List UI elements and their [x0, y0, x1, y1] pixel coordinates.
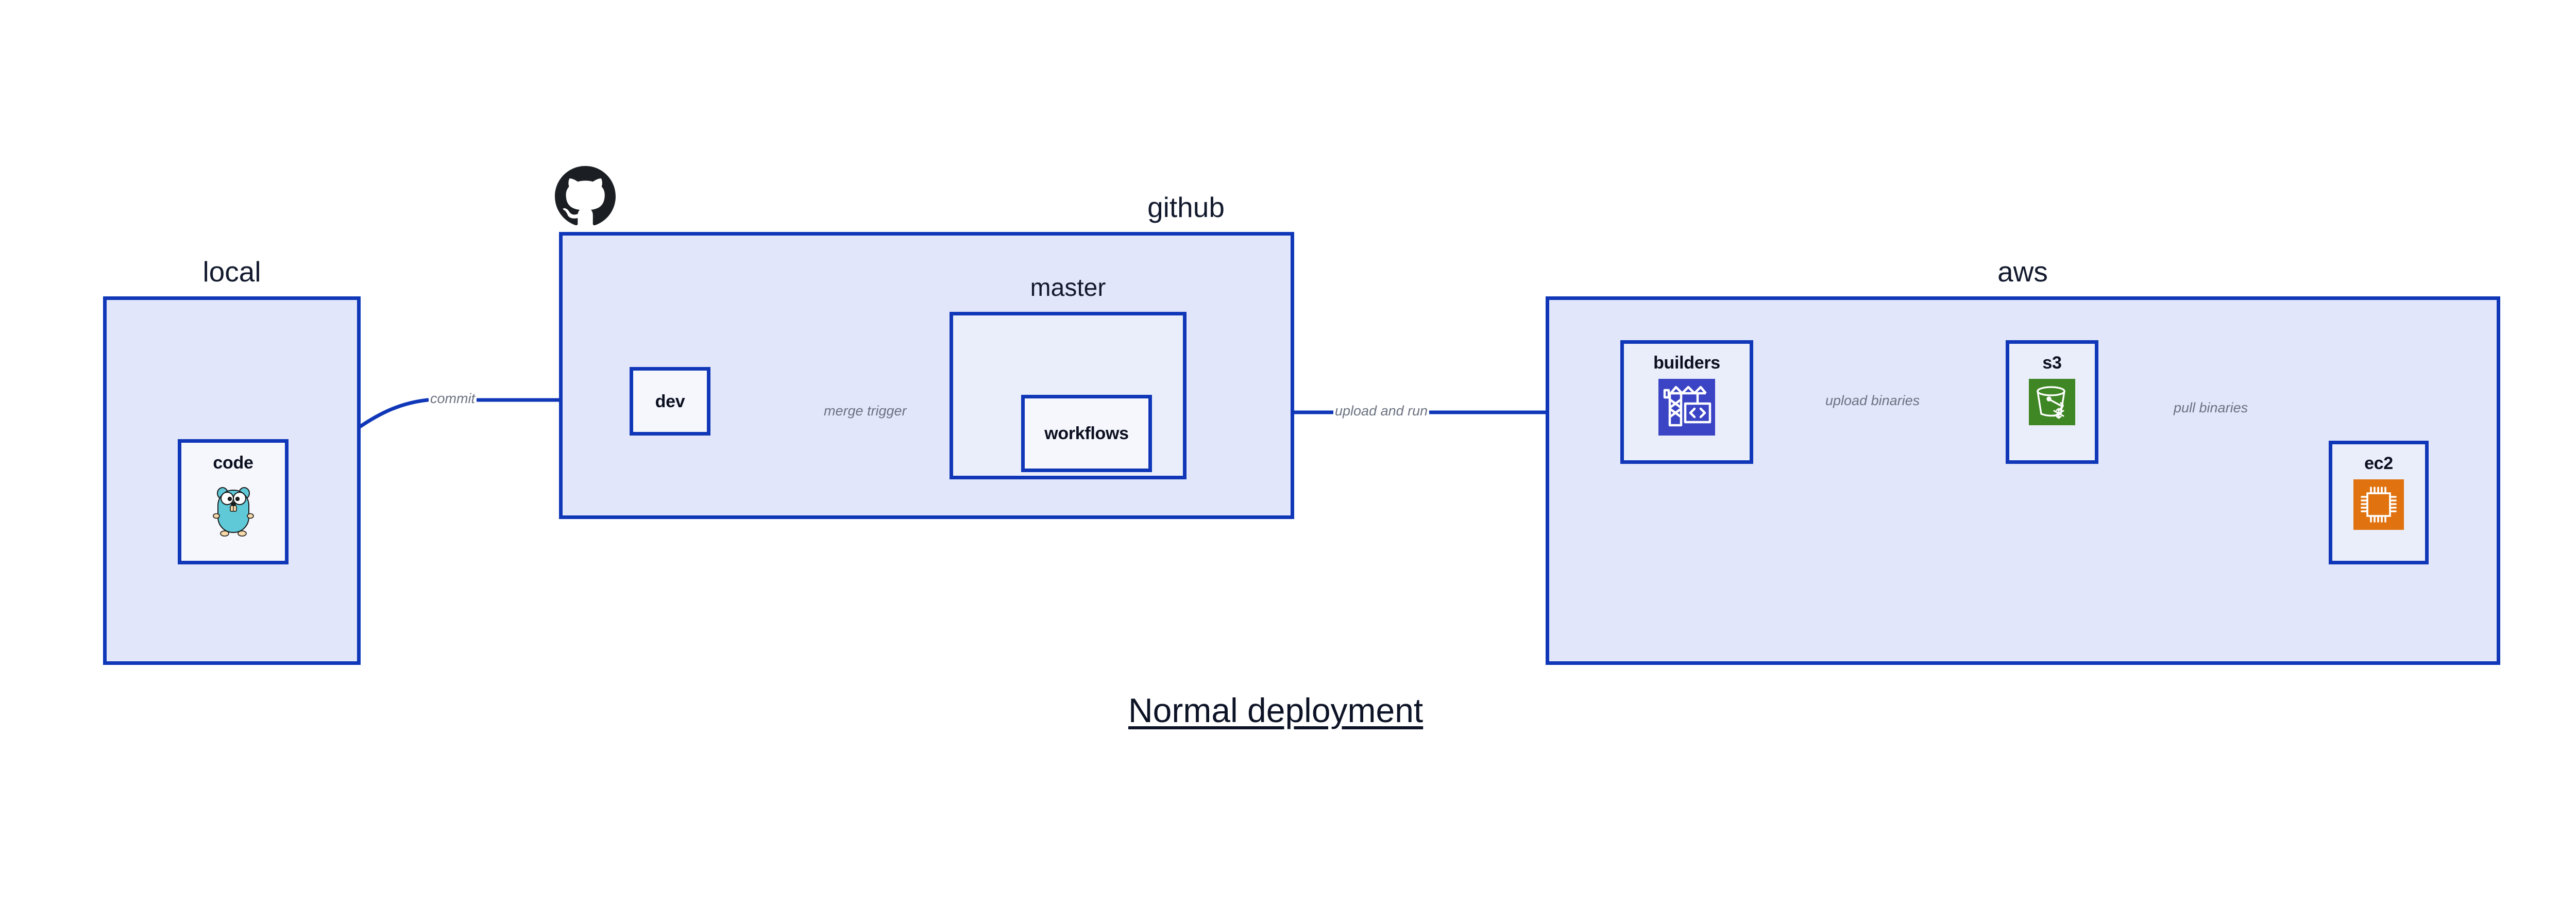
aws-ec2-icon: [2353, 479, 2404, 530]
edge-label-upload-and-run: upload and run: [1333, 404, 1430, 418]
node-workflows[interactable]: workflows: [1021, 395, 1152, 472]
node-ec2[interactable]: ec2: [2329, 441, 2429, 564]
group-local-label: local: [202, 256, 261, 288]
node-builders-label: builders: [1653, 353, 1720, 373]
node-dev[interactable]: dev: [630, 367, 710, 436]
edge-label-merge-trigger: merge trigger: [822, 404, 908, 418]
node-code-label: code: [213, 453, 253, 473]
go-gopher-icon: [208, 480, 259, 538]
github-octocat-icon: [554, 166, 617, 227]
aws-codebuild-icon: [1658, 379, 1715, 436]
edge-label-commit: commit: [429, 392, 477, 406]
edge-label-upload-binaries: upload binaries: [1824, 394, 1922, 408]
subgroup-master-label: master: [1030, 274, 1106, 302]
edge-label-pull-binaries: pull binaries: [2172, 401, 2250, 415]
node-dev-label: dev: [655, 391, 685, 411]
node-s3-label: s3: [2042, 353, 2062, 373]
aws-s3-glacier-icon: [2029, 379, 2075, 425]
node-code[interactable]: code: [178, 439, 289, 564]
node-ec2-label: ec2: [2364, 454, 2393, 473]
group-aws-label: aws: [1997, 256, 2048, 288]
node-builders[interactable]: builders: [1620, 340, 1753, 464]
group-github-label: github: [1147, 191, 1225, 223]
node-workflows-label: workflows: [1044, 424, 1129, 443]
node-s3[interactable]: s3: [2006, 340, 2098, 464]
diagram-title: Normal deployment: [1128, 691, 1423, 729]
